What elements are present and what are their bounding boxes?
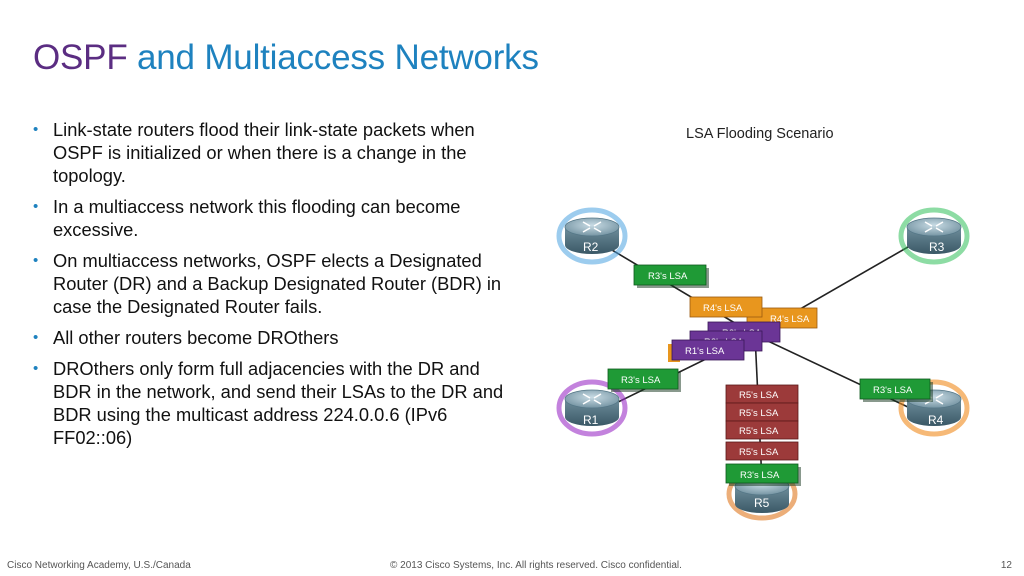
router-label-r3: R3 <box>929 240 945 254</box>
footer-left: Cisco Networking Academy, U.S./Canada <box>7 560 191 571</box>
router-label-r4: R4 <box>928 413 944 427</box>
bullet-list: Link-state routers flood their link-stat… <box>30 118 520 457</box>
bullet-item: DROthers only form full adjacencies with… <box>30 357 520 449</box>
bullet-item: On multiaccess networks, OSPF elects a D… <box>30 249 520 318</box>
lsa-label: R5's LSA <box>739 426 779 437</box>
lsa-packets: R3's LSA R4's LSA R4's LSA R2's LSA R2's… <box>607 264 933 486</box>
lsa-r1-front: R1's LSA <box>671 339 745 361</box>
router-label-r1: R1 <box>583 413 599 427</box>
lsa-label: R5's LSA <box>739 447 779 458</box>
lsa-r3-near-r1: R3's LSA <box>607 368 681 392</box>
bullet-item: In a multiaccess network this flooding c… <box>30 195 520 241</box>
lsa-r5-2: R5's LSA <box>725 402 799 422</box>
title-rest: and Multiaccess Networks <box>127 38 539 77</box>
page-title: OSPF and Multiaccess Networks <box>33 36 539 80</box>
lsa-r3-near-r2: R3's LSA <box>633 264 709 288</box>
page-number: 12 <box>1000 560 1012 571</box>
bullet-item: All other routers become DROthers <box>30 326 520 349</box>
lsa-label: R3's LSA <box>648 271 688 282</box>
lsa-label: R3's LSA <box>740 470 780 481</box>
lsa-label: R1's LSA <box>685 346 725 357</box>
diagram-title: LSA Flooding Scenario <box>686 126 834 142</box>
router-r1: R1 <box>556 379 628 437</box>
lsa-label: R4's LSA <box>770 314 810 325</box>
lsa-label: R5's LSA <box>739 390 779 401</box>
lsa-r5-3: R5's LSA <box>725 420 799 440</box>
link-r2 <box>611 249 756 336</box>
lsa-label: R5's LSA <box>739 408 779 419</box>
lsa-r5-4: R5's LSA <box>725 441 799 461</box>
lsa-label: R3's LSA <box>873 385 913 396</box>
lsa-label: R3's LSA <box>621 375 661 386</box>
lsa-flooding-diagram: LSA Flooding Scenario R2 R3 R1 R <box>556 126 970 521</box>
title-ospf: OSPF <box>33 38 128 77</box>
router-label-r5: R5 <box>754 496 770 510</box>
footer-copyright: © 2013 Cisco Systems, Inc. All rights re… <box>390 560 682 571</box>
lsa-r3-near-r5: R3's LSA <box>725 463 801 486</box>
router-r2: R2 <box>556 207 628 265</box>
router-r3: R3 <box>898 207 970 265</box>
router-r4: R4 <box>898 379 970 437</box>
lsa-r4-front: R4's LSA <box>689 296 763 318</box>
lsa-r5-1: R5's LSA <box>725 384 799 404</box>
lsa-label: R4's LSA <box>703 303 743 314</box>
bullet-item: Link-state routers flood their link-stat… <box>30 118 520 187</box>
lsa-r3-near-r4: R3's LSA <box>859 378 933 402</box>
router-label-r2: R2 <box>583 240 599 254</box>
